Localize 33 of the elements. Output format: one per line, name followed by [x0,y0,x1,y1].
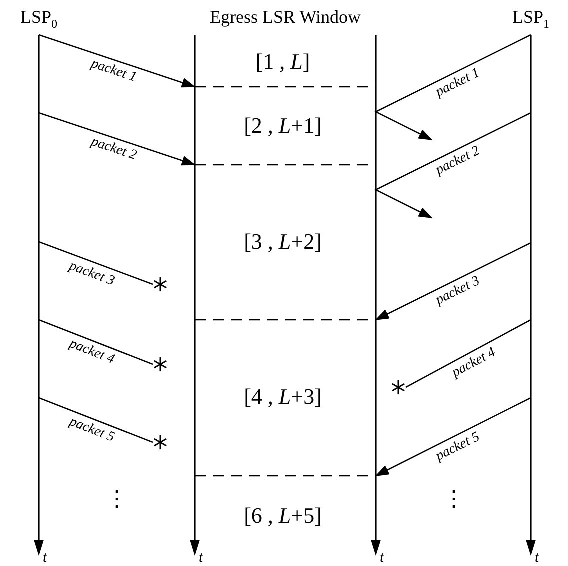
time-label: t [535,551,540,566]
edge-label: packet 1 [88,56,138,86]
loss-mark-icon [153,435,168,450]
arrow [375,397,532,477]
timeline-heading: Egress LSR Window [210,6,361,28]
arrow [38,34,196,88]
connector-line [38,319,154,366]
window-label: [4 , L+3] [244,385,322,409]
window-label: [2 , L+1] [244,114,322,138]
window-label: [6 , L+5] [244,504,322,528]
time-label: t [43,551,48,566]
arrow [374,112,532,219]
arrow [374,34,532,141]
window-label: ⋮ [106,487,128,511]
timeline-heading: LSP$_{0}$ [20,6,58,33]
window-label: [3 , L+2] [244,230,322,254]
time-label: t [380,551,384,566]
edge-label: packet 3 [68,258,117,289]
edge-label: packet 5 [67,414,117,446]
loss-mark-icon [153,277,168,292]
connector-line [406,319,532,388]
connector-line [38,397,154,444]
arrow [38,112,196,166]
timeline-heading: LSP$_{1}$ [512,6,550,33]
window-label: ⋮ [443,487,465,511]
time-label: t [199,551,204,566]
edge-label: packet 2 [88,134,138,164]
loss-mark-icon [391,380,406,395]
arrow [375,242,532,321]
loss-mark-icon [153,357,168,372]
connector-line [38,241,154,286]
edge-label: packet 4 [67,336,117,368]
window-label: [1 , L] [256,50,310,74]
